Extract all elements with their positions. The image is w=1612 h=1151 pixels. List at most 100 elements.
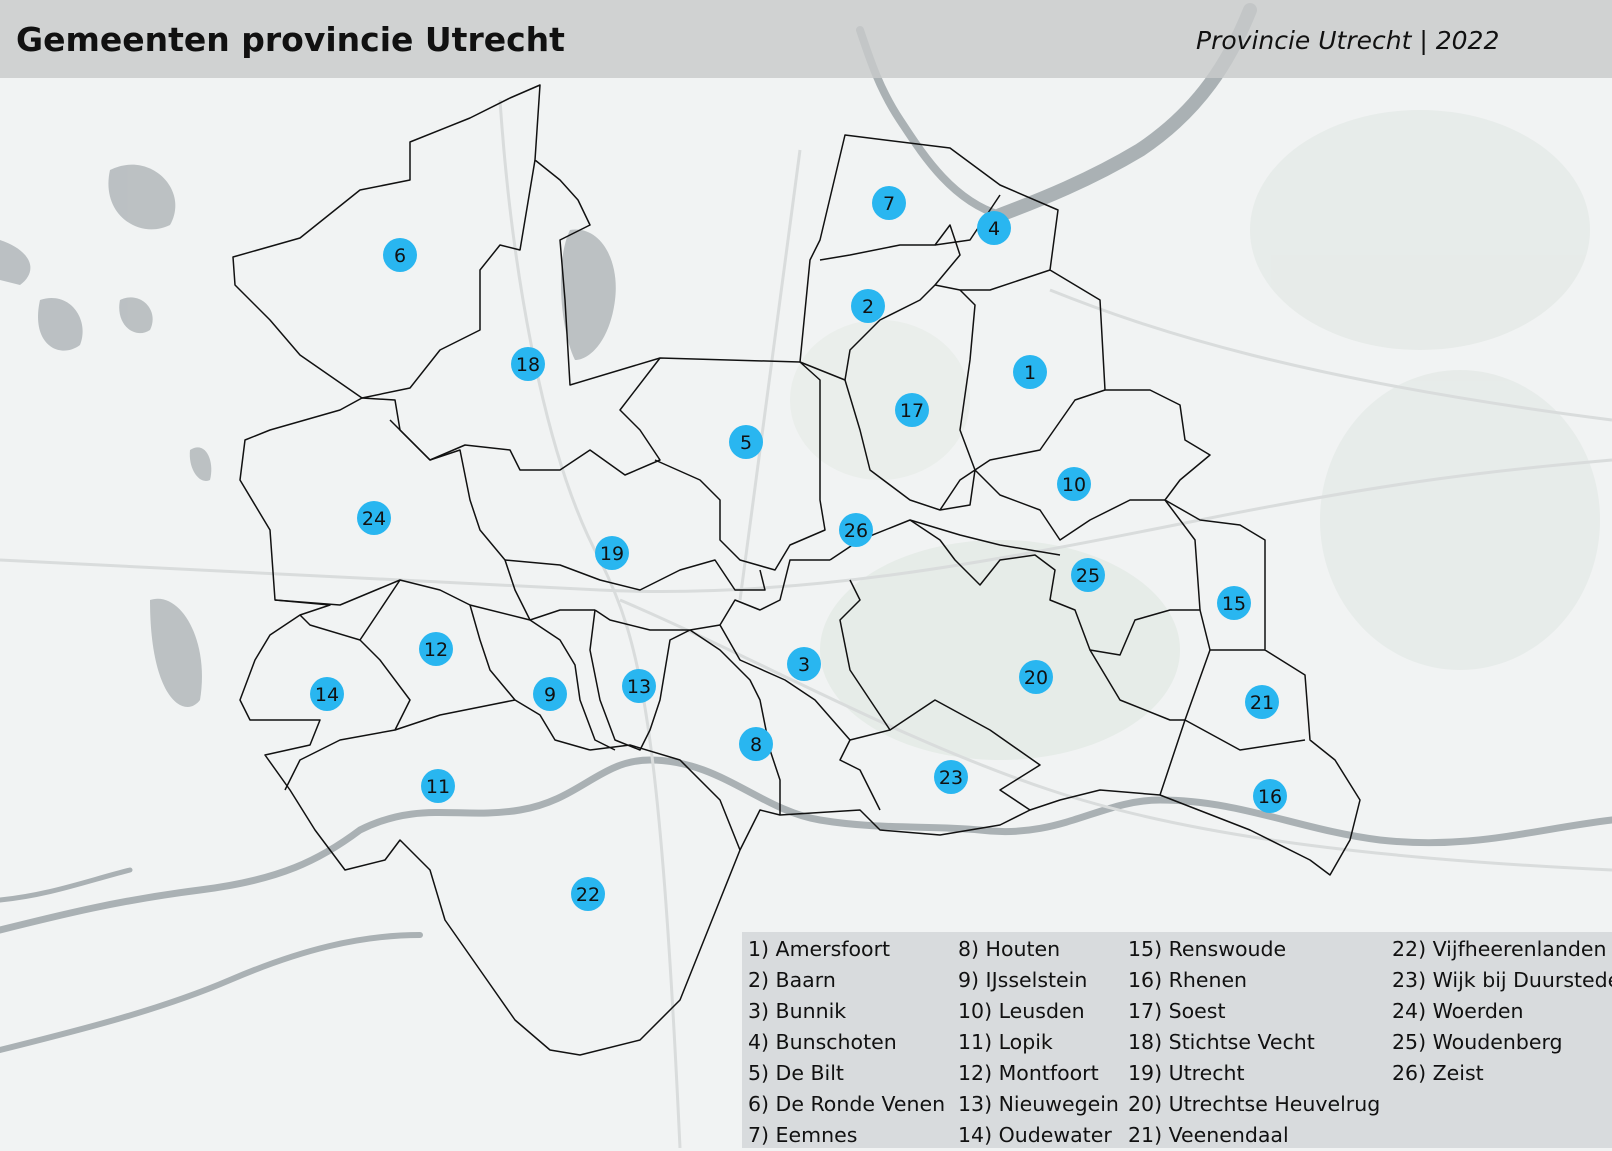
marker-circle bbox=[872, 186, 906, 220]
municipality-markers: 1234567891011121314151617181920212223242… bbox=[310, 186, 1287, 911]
legend-item: 14) Oudewater bbox=[958, 1123, 1112, 1147]
marker-circle bbox=[851, 289, 885, 323]
legend-item: 4) Bunschoten bbox=[748, 1030, 897, 1054]
marker-label: 6 bbox=[394, 245, 406, 267]
marker-circle bbox=[511, 347, 545, 381]
legend-item: 24) Woerden bbox=[1392, 999, 1524, 1023]
marker-circle bbox=[729, 425, 763, 459]
municipality-marker-8: 8 bbox=[739, 727, 773, 761]
legend-item: 5) De Bilt bbox=[748, 1061, 844, 1085]
legend-item: 15) Renswoude bbox=[1128, 937, 1287, 961]
marker-circle bbox=[977, 211, 1011, 245]
marker-label: 25 bbox=[1076, 565, 1100, 587]
marker-label: 13 bbox=[627, 676, 651, 698]
water-bodies bbox=[0, 164, 616, 707]
marker-circle bbox=[1071, 558, 1105, 592]
marker-label: 9 bbox=[544, 684, 556, 706]
marker-label: 11 bbox=[426, 776, 450, 798]
marker-circle bbox=[839, 513, 873, 547]
municipality-marker-5: 5 bbox=[729, 425, 763, 459]
legend-item: 7) Eemnes bbox=[748, 1123, 858, 1147]
legend-item: 20) Utrechtse Heuvelrug bbox=[1128, 1092, 1381, 1116]
municipality-marker-19: 19 bbox=[595, 536, 629, 570]
marker-circle bbox=[1019, 660, 1053, 694]
marker-circle bbox=[421, 769, 455, 803]
marker-circle bbox=[571, 877, 605, 911]
marker-label: 14 bbox=[315, 684, 339, 706]
legend-item: 19) Utrecht bbox=[1128, 1061, 1245, 1085]
legend-item: 13) Nieuwegein bbox=[958, 1092, 1119, 1116]
legend-item: 6) De Ronde Venen bbox=[748, 1092, 946, 1116]
marker-circle bbox=[1253, 779, 1287, 813]
legend-item: 26) Zeist bbox=[1392, 1061, 1484, 1085]
legend-item: 12) Montfoort bbox=[958, 1061, 1099, 1085]
municipality-marker-9: 9 bbox=[533, 677, 567, 711]
legend-item: 11) Lopik bbox=[958, 1030, 1053, 1054]
marker-circle bbox=[622, 669, 656, 703]
marker-label: 21 bbox=[1250, 692, 1274, 714]
marker-label: 15 bbox=[1222, 593, 1246, 615]
marker-label: 26 bbox=[844, 520, 868, 542]
legend-column-4: 22) Vijfheerenlanden 23) Wijk bij Duurst… bbox=[1392, 934, 1612, 1089]
legend-item: 18) Stichtse Vecht bbox=[1128, 1030, 1315, 1054]
municipality-marker-15: 15 bbox=[1217, 586, 1251, 620]
municipality-marker-24: 24 bbox=[357, 501, 391, 535]
legend-item: 8) Houten bbox=[958, 937, 1061, 961]
marker-circle bbox=[310, 677, 344, 711]
legend-item: 22) Vijfheerenlanden bbox=[1392, 937, 1607, 961]
marker-circle bbox=[595, 536, 629, 570]
legend-item: 9) IJsselstein bbox=[958, 968, 1088, 992]
legend-column-1: 1) Amersfoort 2) Baarn 3) Bunnik 4) Buns… bbox=[748, 934, 945, 1151]
marker-label: 12 bbox=[424, 639, 448, 661]
municipality-marker-7: 7 bbox=[872, 186, 906, 220]
marker-circle bbox=[934, 760, 968, 794]
marker-label: 17 bbox=[900, 400, 924, 422]
legend-panel: 1) Amersfoort 2) Baarn 3) Bunnik 4) Buns… bbox=[742, 932, 1612, 1148]
municipality-marker-12: 12 bbox=[419, 632, 453, 666]
marker-label: 23 bbox=[939, 767, 963, 789]
map-subtitle: Provincie Utrecht | 2022 bbox=[1196, 26, 1500, 55]
marker-label: 3 bbox=[798, 654, 810, 676]
legend-item: 16) Rhenen bbox=[1128, 968, 1248, 992]
map-title: Gemeenten provincie Utrecht bbox=[16, 20, 565, 59]
marker-circle bbox=[1245, 685, 1279, 719]
legend-column-2: 8) Houten 9) IJsselstein 10) Leusden 11)… bbox=[958, 934, 1119, 1151]
marker-label: 20 bbox=[1024, 667, 1048, 689]
municipality-marker-26: 26 bbox=[839, 513, 873, 547]
municipality-marker-10: 10 bbox=[1057, 467, 1091, 501]
municipality-marker-11: 11 bbox=[421, 769, 455, 803]
municipality-marker-22: 22 bbox=[571, 877, 605, 911]
municipality-marker-18: 18 bbox=[511, 347, 545, 381]
marker-label: 22 bbox=[576, 884, 600, 906]
marker-label: 24 bbox=[362, 508, 386, 530]
municipality-marker-1: 1 bbox=[1013, 355, 1047, 389]
marker-label: 16 bbox=[1258, 786, 1282, 808]
legend-item: 2) Baarn bbox=[748, 968, 836, 992]
marker-label: 5 bbox=[740, 432, 752, 454]
marker-label: 8 bbox=[750, 734, 762, 756]
legend-item: 25) Woudenberg bbox=[1392, 1030, 1563, 1054]
marker-label: 2 bbox=[862, 296, 874, 318]
marker-circle bbox=[1013, 355, 1047, 389]
municipality-marker-23: 23 bbox=[934, 760, 968, 794]
municipality-marker-21: 21 bbox=[1245, 685, 1279, 719]
municipality-marker-2: 2 bbox=[851, 289, 885, 323]
marker-circle bbox=[895, 393, 929, 427]
marker-circle bbox=[533, 677, 567, 711]
legend-item: 1) Amersfoort bbox=[748, 937, 891, 961]
municipality-marker-13: 13 bbox=[622, 669, 656, 703]
marker-circle bbox=[383, 238, 417, 272]
municipality-marker-14: 14 bbox=[310, 677, 344, 711]
marker-label: 4 bbox=[988, 218, 1000, 240]
marker-circle bbox=[739, 727, 773, 761]
marker-circle bbox=[1057, 467, 1091, 501]
marker-circle bbox=[1217, 586, 1251, 620]
municipality-marker-6: 6 bbox=[383, 238, 417, 272]
legend-item: 3) Bunnik bbox=[748, 999, 847, 1023]
municipality-boundaries bbox=[232, 84, 1361, 1056]
legend-item: 21) Veenendaal bbox=[1128, 1123, 1289, 1147]
legend-item: 23) Wijk bij Duurstede bbox=[1392, 968, 1612, 992]
marker-label: 19 bbox=[600, 543, 624, 565]
marker-circle bbox=[787, 647, 821, 681]
legend-item: 10) Leusden bbox=[958, 999, 1085, 1023]
